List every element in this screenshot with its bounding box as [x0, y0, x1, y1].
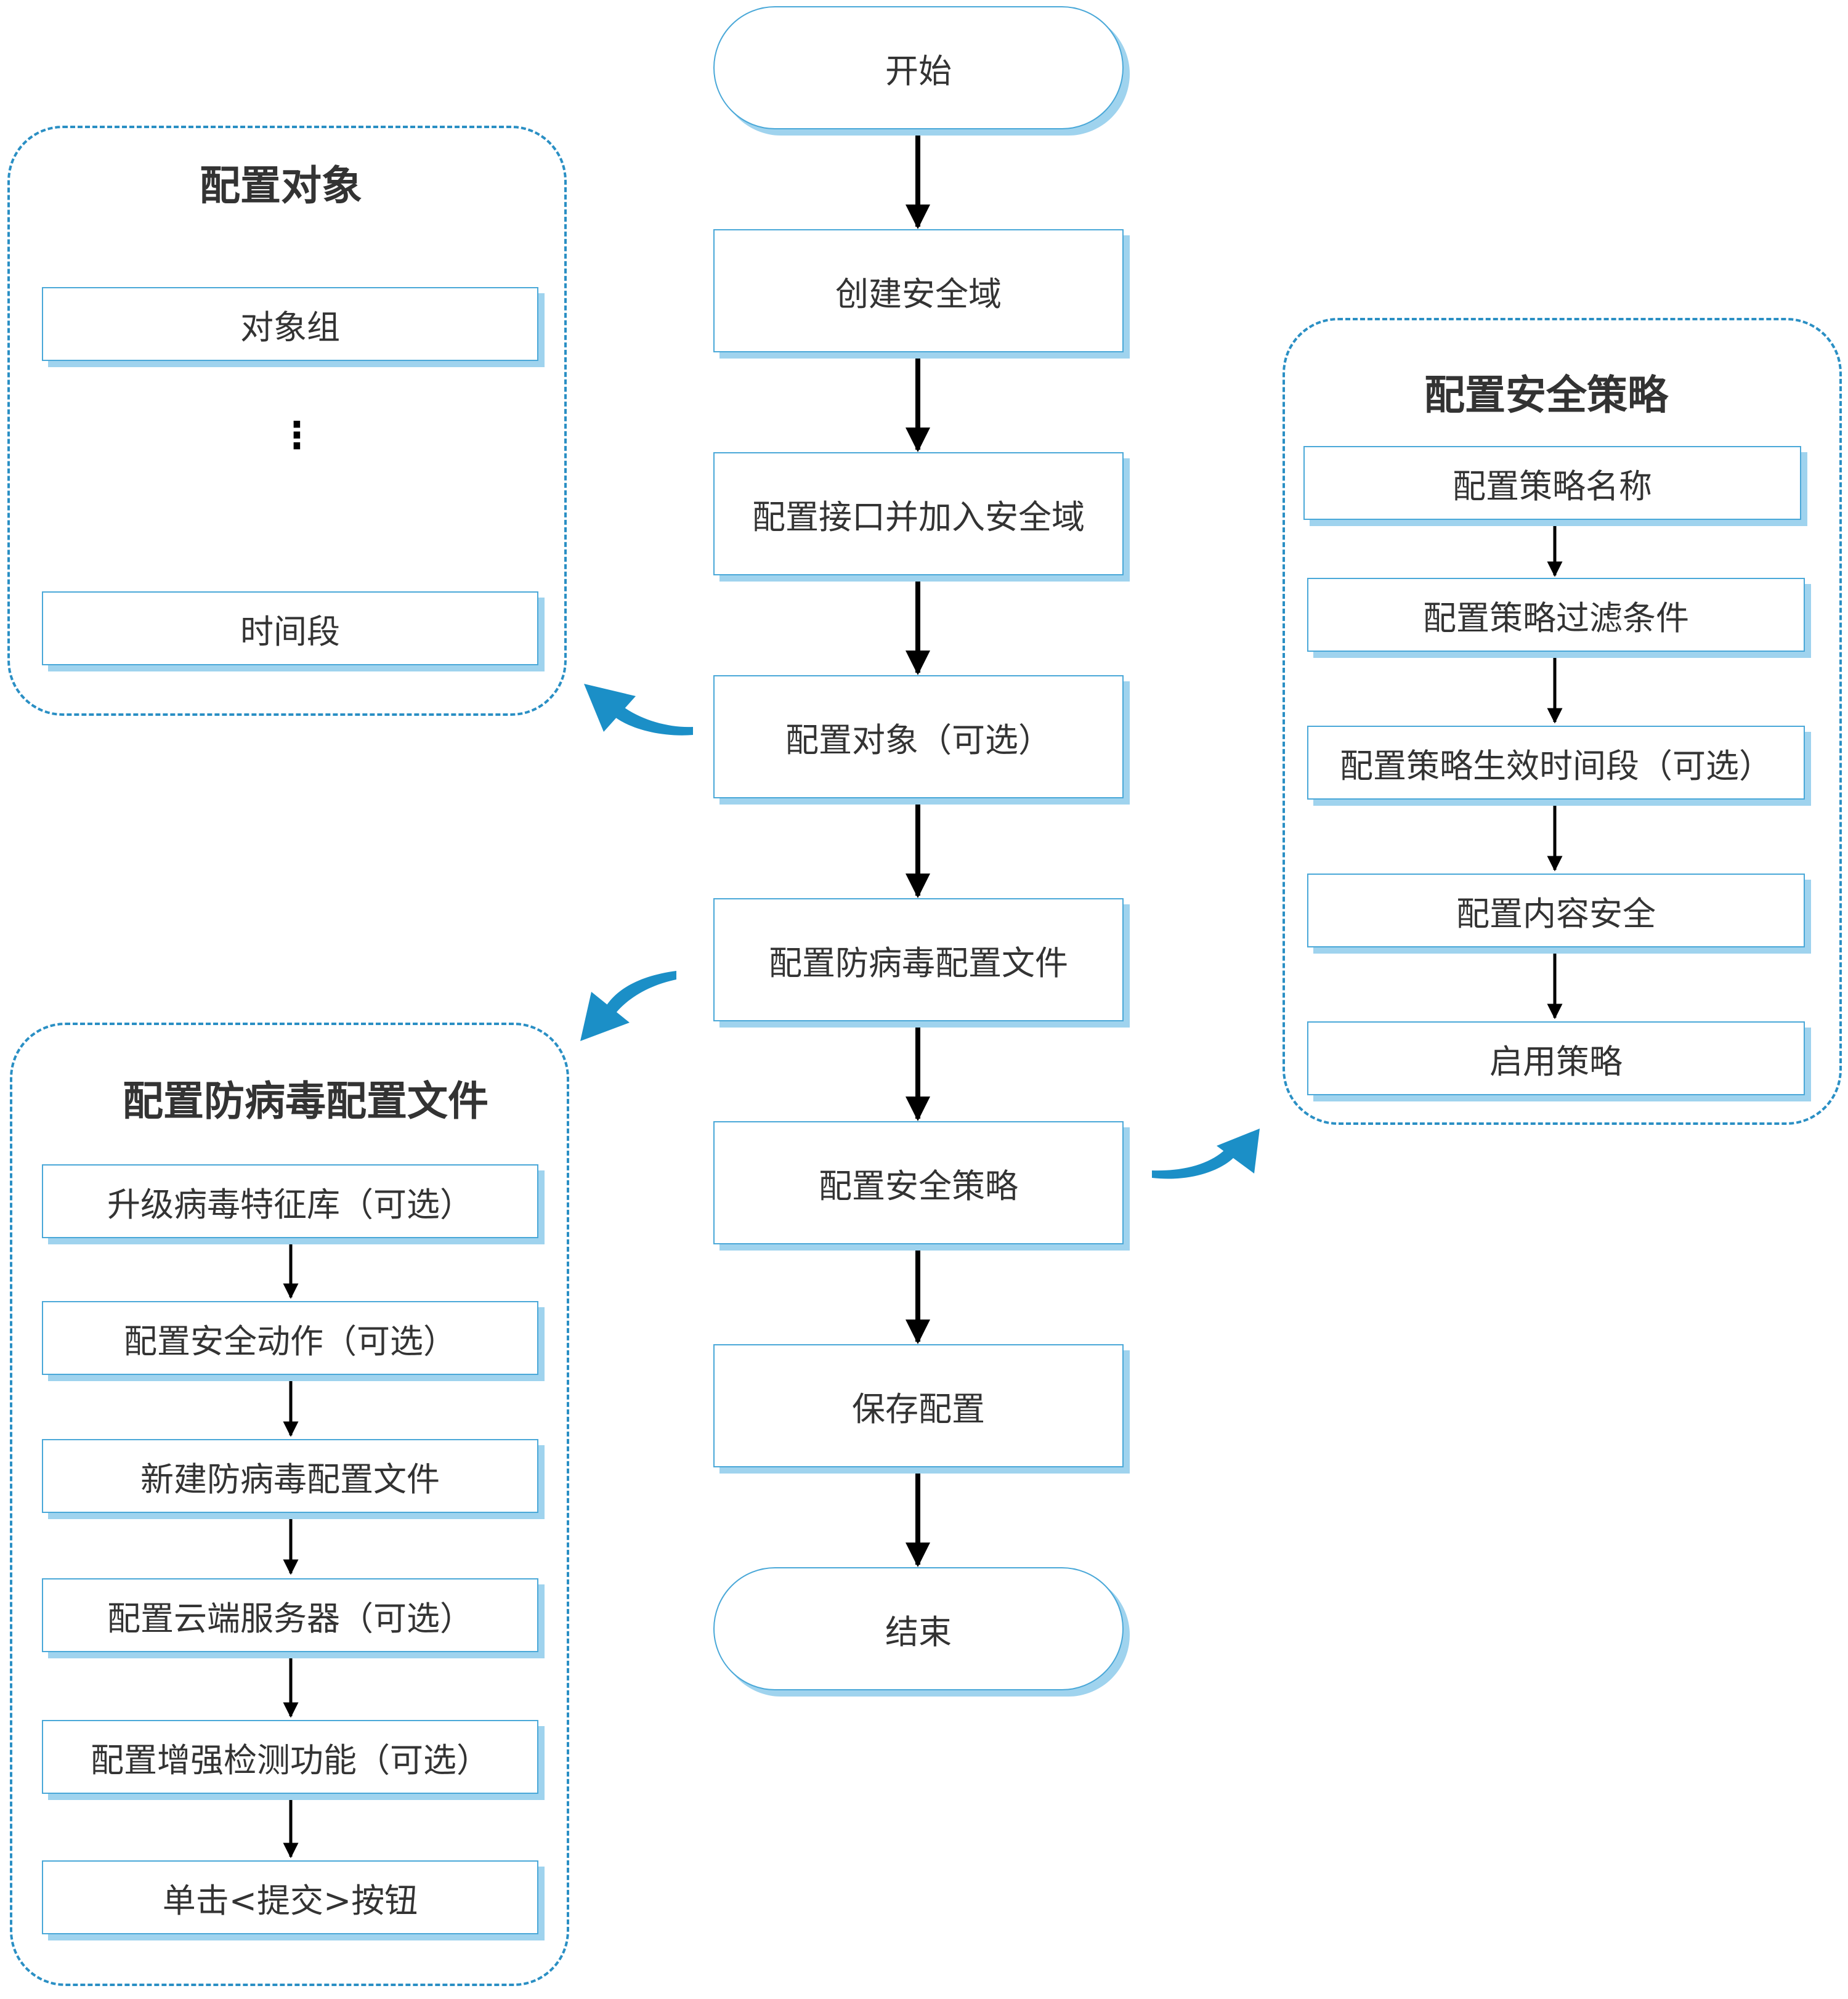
av-item-cloud-server: 配置云端服务器（可选）: [42, 1578, 538, 1652]
av-item-submit: 单击<提交>按钮: [42, 1860, 538, 1934]
step-configure-interface: 配置接口并加入安全域: [713, 452, 1124, 575]
av-item-upgrade-signature: 升级病毒特征库（可选）: [42, 1164, 538, 1238]
av-item-enhanced-detection: 配置增强检测功能（可选）: [42, 1720, 538, 1794]
curve-arrow-to-antivirus: [580, 971, 676, 1041]
start-node: 开始: [713, 6, 1124, 129]
objects-item-time-range: 时间段: [42, 591, 538, 665]
step-create-security-zone: 创建安全域: [713, 229, 1124, 352]
group-policy: [1283, 318, 1842, 1125]
curve-arrow-to-policy: [1152, 1129, 1260, 1179]
objects-ellipsis: ⋮: [278, 414, 315, 457]
policy-item-filter: 配置策略过滤条件: [1307, 578, 1805, 652]
objects-item-object-group: 对象组: [42, 287, 538, 361]
policy-item-enable: 启用策略: [1307, 1021, 1805, 1095]
policy-item-time-range: 配置策略生效时间段（可选）: [1307, 726, 1805, 800]
step-configure-antivirus: 配置防病毒配置文件: [713, 898, 1124, 1021]
group-objects: [7, 126, 567, 716]
group-objects-title: 配置对象: [200, 162, 362, 209]
group-antivirus-title: 配置防病毒配置文件: [123, 1077, 488, 1125]
group-antivirus: [10, 1023, 569, 1986]
step-save-config: 保存配置: [713, 1344, 1124, 1467]
step-configure-policy: 配置安全策略: [713, 1121, 1124, 1244]
policy-item-name: 配置策略名称: [1303, 446, 1801, 520]
group-policy-title: 配置安全策略: [1424, 371, 1668, 419]
curve-arrow-to-objects: [584, 684, 693, 736]
av-item-new-profile: 新建防病毒配置文件: [42, 1439, 538, 1513]
step-configure-objects: 配置对象（可选）: [713, 675, 1124, 798]
end-node: 结束: [713, 1567, 1124, 1690]
policy-item-content-security: 配置内容安全: [1307, 874, 1805, 947]
av-item-security-action: 配置安全动作（可选）: [42, 1301, 538, 1375]
